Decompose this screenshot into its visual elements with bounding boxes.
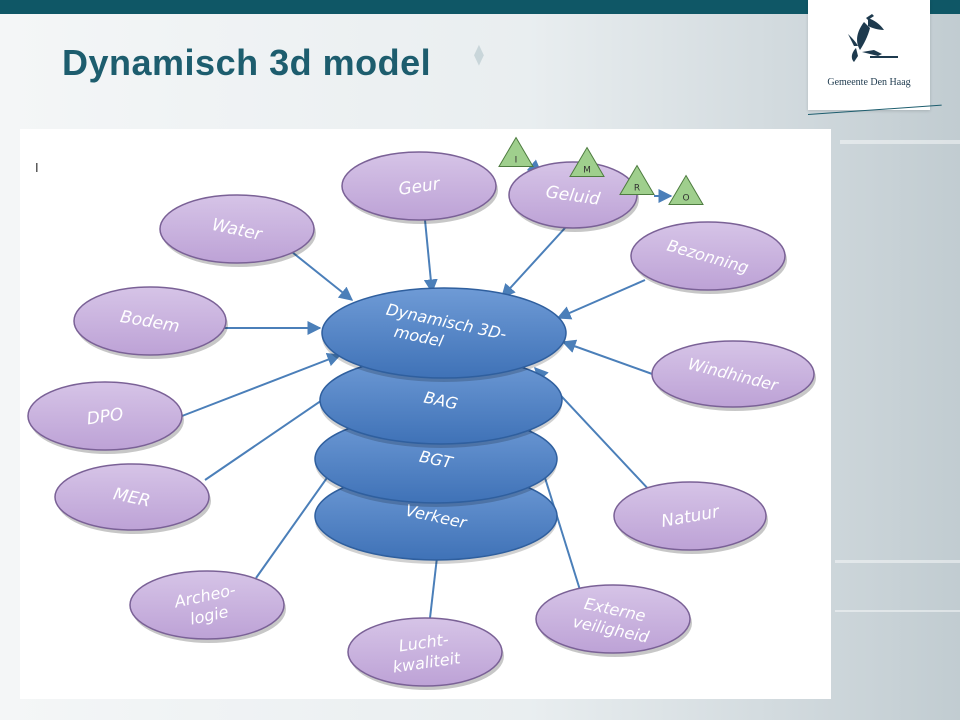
arrow-water: [291, 251, 354, 301]
triangle-i: I: [498, 136, 534, 167]
satellite-geluid: Geluid: [508, 161, 639, 232]
top-accent-bar-right: [930, 0, 960, 14]
title-watermark: ⧫: [474, 44, 484, 66]
arrow-geluid: [501, 227, 566, 299]
stork-icon: [848, 14, 898, 62]
panel-marker: I: [35, 160, 39, 175]
core-layer-0: Dynamisch 3D-model: [321, 287, 567, 382]
logo-caption: Gemeente Den Haag: [827, 77, 911, 88]
arrow-dpo: [181, 353, 342, 417]
satellite-natuur: Natuur: [613, 481, 768, 554]
satellite-water: Water: [159, 194, 316, 267]
satellite-windhinder: Windhinder: [651, 340, 816, 411]
triangle-m: M: [569, 146, 605, 177]
municipality-logo: Gemeente Den Haag: [808, 0, 930, 110]
satellite-geur: Geur: [341, 151, 498, 224]
page-title: Dynamisch 3d model: [62, 42, 432, 83]
arrow-windhinder: [561, 339, 656, 376]
triangle-o: O: [668, 174, 704, 205]
satellite-bodem: Bodem: [73, 286, 228, 359]
top-accent-bar: [0, 0, 808, 14]
triangle-label: I: [515, 155, 518, 165]
background-streak: [835, 560, 960, 563]
satellite-dpo: DPO: [27, 381, 184, 454]
arrow-geur: [423, 219, 438, 294]
core-layer-1: BAG: [319, 355, 563, 448]
triangle-label: R: [634, 183, 640, 193]
satellite-luchtkwaliteit: Lucht-kwaliteit: [347, 617, 504, 690]
arrow-bezonning: [556, 279, 646, 320]
satellite-externe-veiligheid: Externeveiligheid: [535, 584, 692, 657]
background-streak: [840, 140, 960, 144]
satellite-label: Lucht-kwaliteit: [389, 628, 462, 676]
triangle-label: O: [682, 193, 689, 203]
satellite-mer: MER: [54, 463, 211, 534]
satellite-bezonning: Bezonning: [630, 221, 787, 294]
triangle-r: R: [619, 164, 655, 195]
satellite-archeologie: Archeo-logie: [129, 570, 286, 643]
background-streak: [835, 610, 960, 612]
triangle-label: M: [583, 165, 591, 175]
